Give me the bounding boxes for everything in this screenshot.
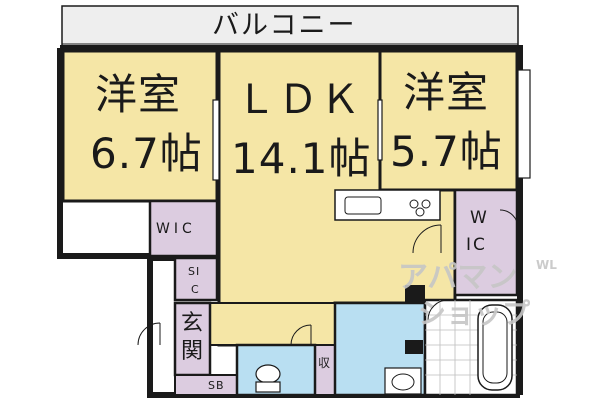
storage-area: [314, 344, 336, 396]
bedroom-left-size: 6.7帖: [90, 129, 203, 178]
window-marks: [212, 69, 531, 181]
ldk-size: 14.1帖: [231, 134, 372, 183]
bedroom-right: [378, 49, 519, 192]
bedroom-left: [61, 49, 219, 203]
entrance-area: [173, 301, 212, 377]
bedroom-left-name: 洋室: [95, 70, 182, 119]
wic-left-label: WIC: [156, 221, 196, 237]
watermark-line2: ショップ: [418, 297, 531, 330]
ldk-name: ＬＤＫ: [236, 77, 362, 123]
sic-area: [173, 256, 219, 302]
sic-label-bottom: C: [191, 283, 200, 296]
stove-burners: [409, 199, 431, 217]
structural-pillars: [150, 256, 425, 354]
wic-right-w: W: [470, 208, 487, 228]
watermark-small: WL: [536, 258, 557, 272]
door-swings: [137, 209, 519, 346]
wic-right-area: [453, 188, 519, 297]
balcony-label: バルコニー: [212, 10, 357, 41]
corridor: [209, 302, 336, 346]
sic-label-top: SI: [188, 265, 201, 278]
toilet-fixture: [255, 364, 281, 384]
bedroom-right-name: 洋室: [403, 68, 490, 117]
entrance-label-bottom: 関: [181, 339, 204, 364]
watermark-line1: アパマン: [398, 260, 518, 295]
balcony: [61, 5, 519, 47]
wic-right-ic: IC: [466, 235, 487, 255]
shoe-box-area: [174, 374, 238, 396]
wic-left-area: [148, 199, 219, 258]
shoe-box-label: SB: [208, 379, 225, 392]
bedroom-right-size: 5.7帖: [390, 127, 503, 176]
entrance-label-top: 玄: [181, 311, 204, 336]
kitchen-sink: [344, 196, 382, 215]
storage-label: 収: [318, 356, 331, 370]
